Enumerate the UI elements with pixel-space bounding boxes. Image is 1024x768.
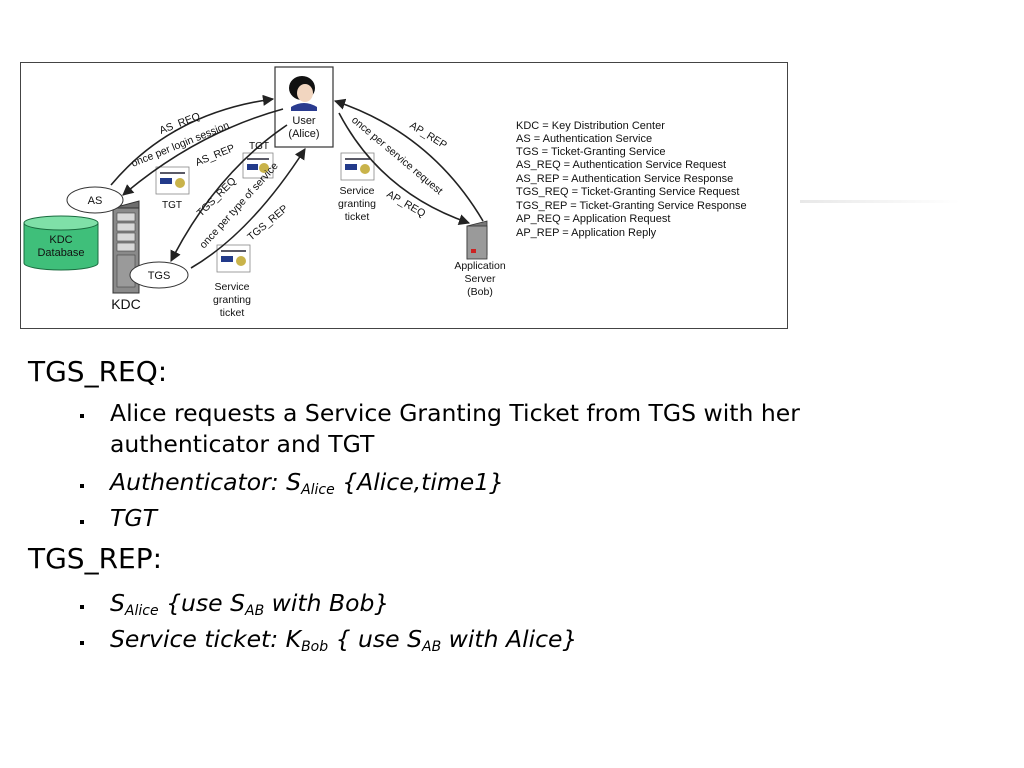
tgt-label-bottom: TGT	[162, 200, 182, 211]
ticket-icon: Service granting ticket	[338, 152, 376, 223]
bullet-authenticator: Authenticator: SAlice {Alice,time1}	[110, 467, 504, 498]
tgs-rep-arrow	[190, 148, 306, 269]
legend-line-2: AS = Authentication Service	[516, 133, 652, 145]
ticket-icon: TGT	[155, 166, 190, 211]
bullet-service-ticket-sub1: Bob	[301, 639, 329, 655]
tgs-req-arrow	[170, 124, 288, 262]
bullet-session-key-s: S	[110, 589, 125, 617]
legend-line-6: TGS_REQ = Ticket-Granting Service Reques…	[516, 186, 739, 198]
as-node: AS	[66, 186, 124, 214]
bullet-marker	[80, 605, 84, 609]
heading-tgs-req: TGS_REQ:	[28, 355, 168, 388]
bullet-service-ticket-sub2: AB	[422, 639, 442, 655]
user-label-line2: (Alice)	[288, 128, 319, 140]
label-ap-req: AP_REQ	[385, 188, 428, 220]
heading-tgs-rep: TGS_REP:	[28, 542, 163, 575]
bullet-authenticator-suffix: {Alice,time1}	[334, 468, 505, 496]
ticket-icon: Service granting ticket	[213, 244, 251, 319]
bullet-session-key-mid: {use S	[158, 589, 245, 617]
bullet-marker	[80, 641, 84, 645]
bullet-marker	[80, 484, 84, 488]
legend-line-1: KDC = Key Distribution Center	[516, 120, 665, 132]
sgt1-line3: ticket	[345, 211, 370, 223]
bullet-marker	[80, 520, 84, 524]
bullet-authenticator-sub: Alice	[301, 482, 335, 498]
bullet-authenticator-prefix: Authenticator: S	[110, 468, 302, 496]
as-label: AS	[88, 195, 103, 207]
label-as-rep: AS_REP	[194, 142, 237, 169]
tgs-node: TGS	[129, 261, 189, 289]
sgt1-line1: Service	[339, 185, 374, 197]
kdc-server: KDC	[111, 200, 141, 312]
user-avatar-icon	[289, 76, 317, 111]
bullet-service-ticket-end: with Alice}	[441, 625, 578, 653]
bullet-session-key-sub1: Alice	[124, 603, 159, 619]
bullet-alice-requests-line1: Alice requests a Service Granting Ticket…	[110, 399, 800, 427]
bullet-alice-requests: Alice requests a Service Granting Ticket…	[110, 398, 800, 460]
legend-line-4: AS_REQ = Authentication Service Request	[516, 159, 726, 171]
as-rep-arrow	[122, 108, 284, 196]
kerberos-diagram: User (Alice) KDC Database KDC AS	[20, 62, 788, 329]
legend: KDC = Key Distribution Center AS = Authe…	[516, 120, 747, 239]
legend-line-3: TGS = Ticket-Granting Service	[516, 146, 665, 158]
sgt2-line1: Service	[214, 281, 249, 293]
legend-line-7: TGS_REP = Ticket-Granting Service Respon…	[516, 200, 747, 212]
legend-line-5: AS_REP = Authentication Service Response	[516, 173, 733, 185]
ap-req-arrow	[338, 112, 471, 226]
db-label-line2: Database	[37, 247, 84, 259]
ap-rep-arrow	[333, 98, 484, 222]
as-req-arrow	[110, 94, 275, 186]
app-server-line1: Application	[454, 260, 506, 272]
legend-line-9: AP_REP = Application Reply	[516, 227, 657, 239]
bullet-session-key-sub2: AB	[245, 603, 265, 619]
kdc-database: KDC Database	[23, 215, 99, 271]
user-alice: User (Alice)	[274, 66, 334, 148]
bullet-session-key: SAlice {use SAB with Bob}	[110, 588, 389, 619]
user-label-line1: User	[292, 115, 316, 127]
sgt1-line2: granting	[338, 198, 376, 210]
label-tgs-rep: TGS_REP	[245, 203, 290, 244]
bullet-service-ticket: Service ticket: KBob { use SAB with Alic…	[110, 624, 577, 655]
app-server-line2: Server	[465, 273, 496, 285]
application-server: Application Server (Bob)	[454, 220, 506, 298]
bullet-tgt: TGT	[110, 504, 157, 532]
app-server-line3: (Bob)	[467, 286, 493, 298]
sgt2-line2: granting	[213, 294, 251, 306]
bullet-marker	[80, 414, 84, 418]
decorative-rule	[800, 200, 960, 203]
bullet-alice-requests-line2: authenticator and TGT	[110, 430, 375, 458]
sgt2-line3: ticket	[220, 307, 245, 319]
legend-line-8: AP_REQ = Application Request	[516, 213, 670, 225]
db-label-line1: KDC	[49, 234, 72, 246]
bullet-service-ticket-mid: { use S	[328, 625, 423, 653]
label-ap-rep: AP_REP	[407, 119, 449, 151]
tgs-label: TGS	[148, 270, 171, 282]
kdc-label: KDC	[111, 296, 141, 312]
bullet-service-ticket-prefix: Service ticket: K	[110, 625, 302, 653]
bullet-session-key-end: with Bob}	[264, 589, 390, 617]
